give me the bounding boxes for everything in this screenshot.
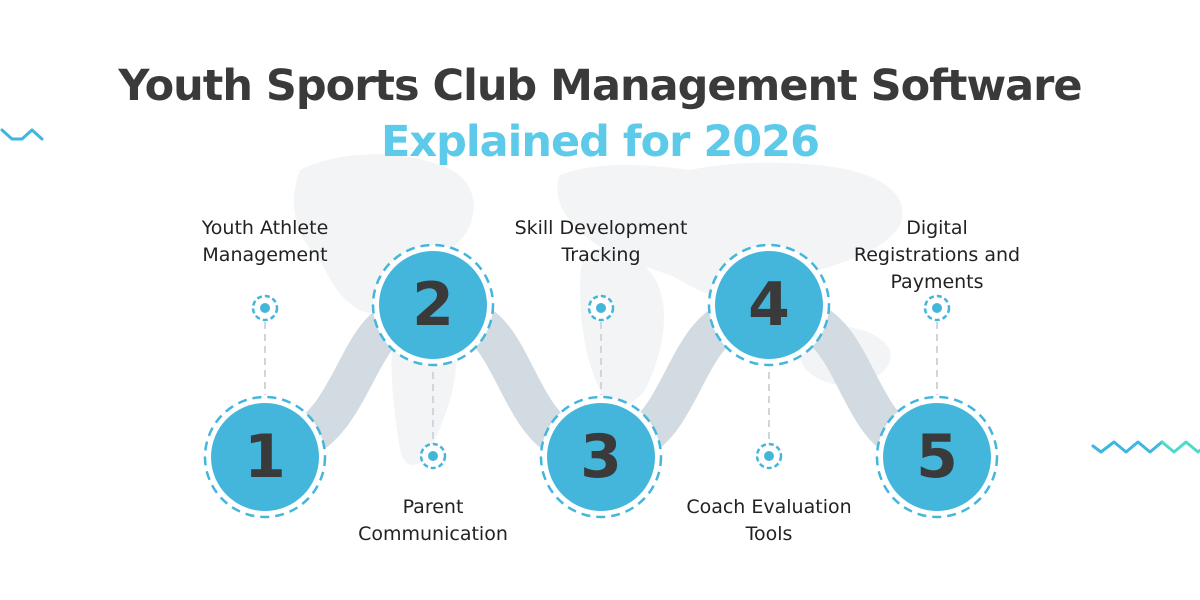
step-circle-5: [875, 395, 999, 519]
target-icon-2: [419, 442, 447, 470]
step-number-3: 3: [580, 422, 622, 492]
target-icon-3: [587, 294, 615, 322]
step-label-4: Coach Evaluation Tools: [686, 496, 852, 545]
page-title: Youth Sports Club Management Software: [118, 61, 1082, 111]
step-number-2: 2: [412, 270, 454, 340]
step-number-1: 1: [244, 422, 286, 492]
step-label-5: Digital Registrations and Payments: [853, 217, 1021, 293]
step-label-1: Youth Athlete Management: [201, 217, 329, 266]
step-circle-2: [371, 243, 495, 367]
target-icon-5: [923, 294, 951, 322]
target-icon-4: [755, 442, 783, 470]
step-circle-1: [203, 395, 327, 519]
target-icon-1: [251, 294, 279, 322]
wave-icon-right: [1091, 440, 1200, 454]
step-label-3: Skill Development Tracking: [514, 217, 688, 266]
step-circle-4: [707, 243, 831, 367]
step-label-2: Parent Communication: [358, 496, 508, 545]
step-number-4: 4: [748, 270, 790, 340]
step-circle-3: [539, 395, 663, 519]
page-subtitle: Explained for 2026: [380, 117, 820, 167]
wave-icon-left: [0, 128, 44, 141]
step-number-5: 5: [916, 422, 958, 492]
